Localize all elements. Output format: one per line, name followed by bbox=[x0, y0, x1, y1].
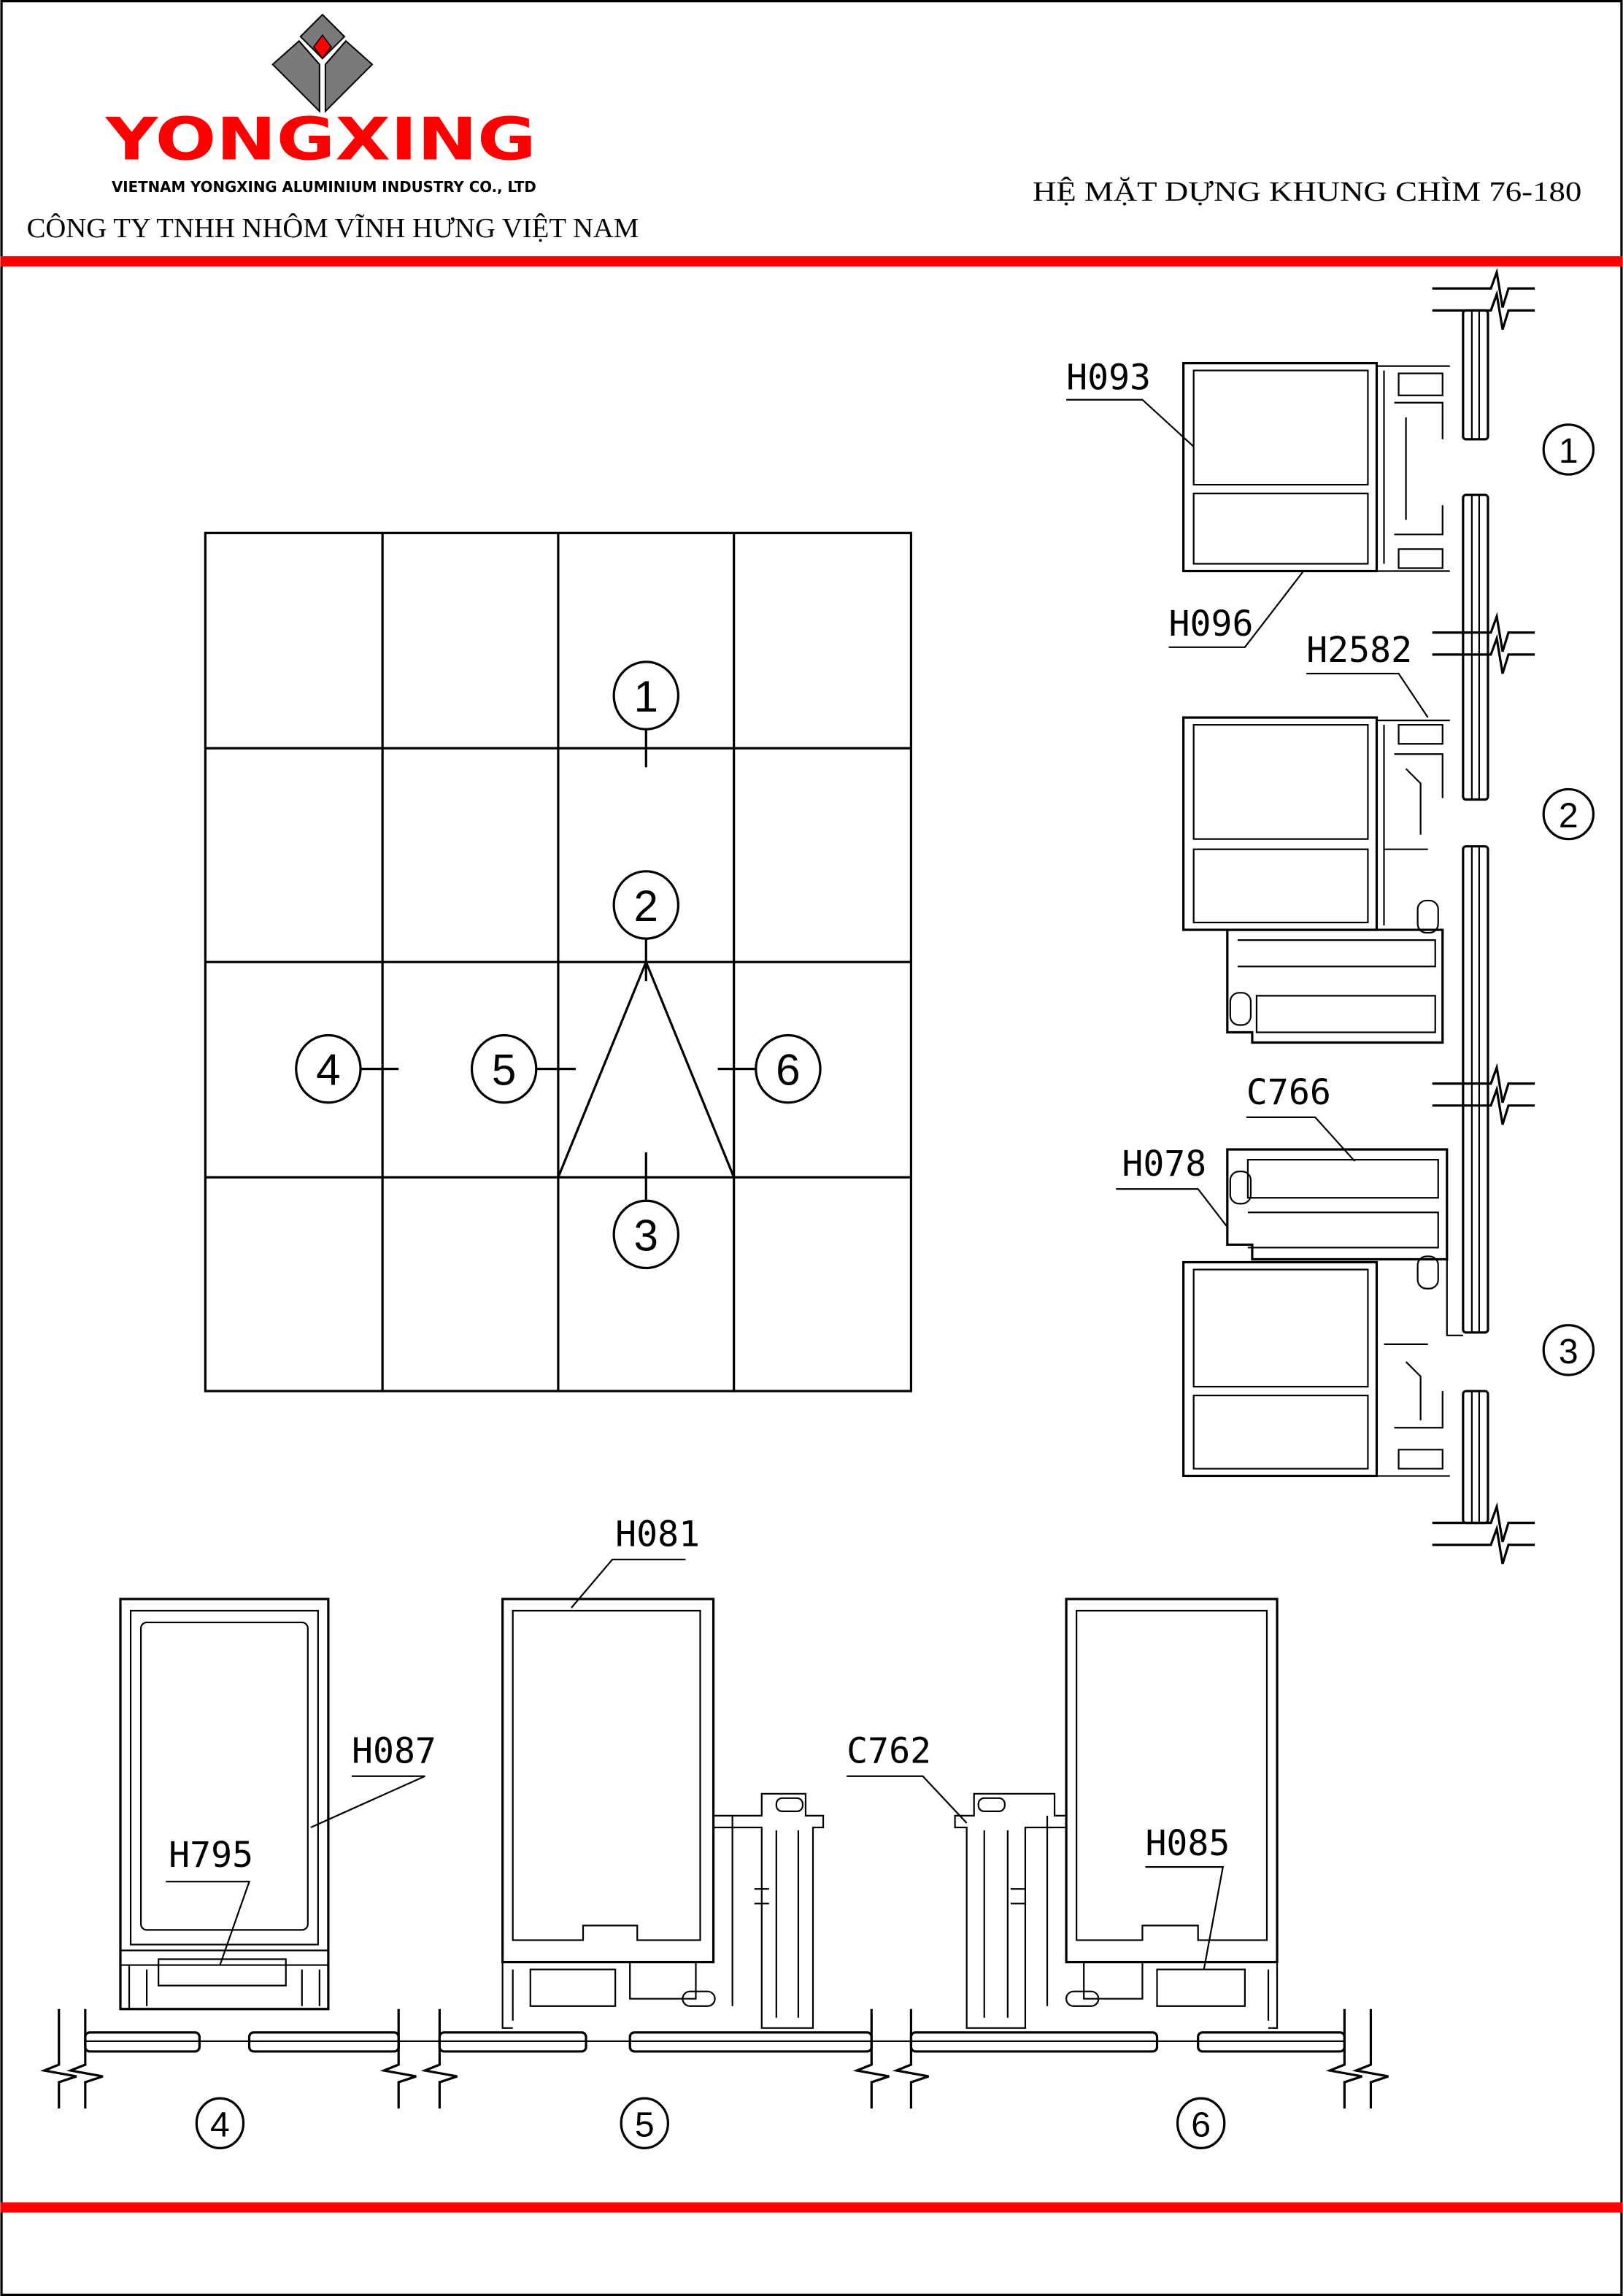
logo-subtitle-text: VIETNAM YONGXING ALUMINIUM INDUSTRY CO.,… bbox=[112, 178, 536, 196]
logo-brand-text: YONGXING bbox=[105, 106, 536, 174]
svg-text:2: 2 bbox=[1559, 796, 1578, 836]
svg-text:4: 4 bbox=[316, 1046, 340, 1095]
footer-red-rule bbox=[0, 2202, 1623, 2213]
section-marker-2: 2 bbox=[1542, 787, 1595, 841]
svg-text:H078: H078 bbox=[1122, 1144, 1206, 1184]
label-h096: H096 bbox=[1168, 570, 1305, 648]
elevation-marker-6: 6 bbox=[717, 1033, 822, 1104]
svg-text:H2582: H2582 bbox=[1306, 630, 1412, 671]
opening-sash-indicator bbox=[557, 958, 736, 1178]
section-marker-5: 5 bbox=[620, 2097, 669, 2149]
section-2-profiles bbox=[1182, 716, 1450, 1044]
elevation-marker-1: 1 bbox=[612, 660, 680, 768]
section-4-profiles bbox=[119, 1598, 330, 2011]
svg-text:3: 3 bbox=[1559, 1332, 1578, 1371]
label-c762: C762 bbox=[847, 1731, 968, 1824]
label-c766: C766 bbox=[1246, 1072, 1356, 1162]
label-h078: H078 bbox=[1116, 1144, 1228, 1228]
section-3-profiles bbox=[1182, 1148, 1463, 1478]
svg-text:1: 1 bbox=[634, 672, 658, 721]
svg-text:H093: H093 bbox=[1066, 358, 1151, 398]
header-red-rule bbox=[0, 256, 1623, 267]
section-marker-4: 4 bbox=[195, 2097, 245, 2149]
section-6-profiles bbox=[954, 1598, 1279, 2029]
section-marker-6: 6 bbox=[1176, 2097, 1226, 2149]
section-marker-1: 1 bbox=[1542, 423, 1595, 476]
elevation-marker-2: 2 bbox=[612, 870, 680, 982]
svg-text:2: 2 bbox=[634, 882, 658, 931]
section-1-profiles bbox=[1182, 361, 1450, 573]
svg-text:H085: H085 bbox=[1145, 1823, 1230, 1864]
elevation-marker-4: 4 bbox=[295, 1033, 399, 1104]
svg-text:H096: H096 bbox=[1169, 604, 1254, 644]
svg-text:C762: C762 bbox=[847, 1731, 931, 1772]
label-h795: H795 bbox=[166, 1835, 253, 1965]
svg-text:1: 1 bbox=[1559, 431, 1578, 471]
elevation-marker-3: 3 bbox=[612, 1152, 680, 1270]
glass-pane-vertical bbox=[1462, 309, 1489, 1525]
label-h085: H085 bbox=[1145, 1823, 1230, 1970]
elevation-grid bbox=[204, 531, 913, 1392]
svg-text:4: 4 bbox=[210, 2105, 230, 2144]
drawing-title: HỆ MẶT DỰNG KHUNG CHÌM 76-180 bbox=[1033, 177, 1581, 207]
section-marker-3: 3 bbox=[1542, 1324, 1595, 1376]
section-5-profiles bbox=[501, 1598, 825, 2029]
elevation-marker-5: 5 bbox=[470, 1033, 576, 1104]
label-h081: H081 bbox=[571, 1514, 700, 1609]
svg-text:H081: H081 bbox=[615, 1514, 700, 1555]
label-h2582: H2582 bbox=[1306, 630, 1429, 718]
company-name: CÔNG TY TNHH NHÔM VĨNH HƯNG VIỆT NAM bbox=[27, 213, 639, 244]
svg-text:6: 6 bbox=[1191, 2105, 1211, 2144]
company-logo: YONGXING VIETNAM YONGXING ALUMINIUM INDU… bbox=[105, 13, 536, 196]
glass-pane-horizontal bbox=[84, 2031, 1346, 2053]
svg-text:5: 5 bbox=[635, 2105, 655, 2144]
break-lines-horizontal bbox=[39, 2008, 1389, 2109]
svg-text:H087: H087 bbox=[352, 1731, 436, 1772]
svg-text:H795: H795 bbox=[169, 1835, 253, 1876]
svg-text:3: 3 bbox=[634, 1211, 658, 1260]
svg-text:5: 5 bbox=[492, 1046, 516, 1095]
svg-text:6: 6 bbox=[776, 1046, 800, 1095]
svg-text:C766: C766 bbox=[1246, 1072, 1331, 1113]
label-h087: H087 bbox=[310, 1731, 436, 1828]
label-h093: H093 bbox=[1066, 358, 1195, 447]
break-lines-vertical bbox=[1432, 267, 1535, 1565]
